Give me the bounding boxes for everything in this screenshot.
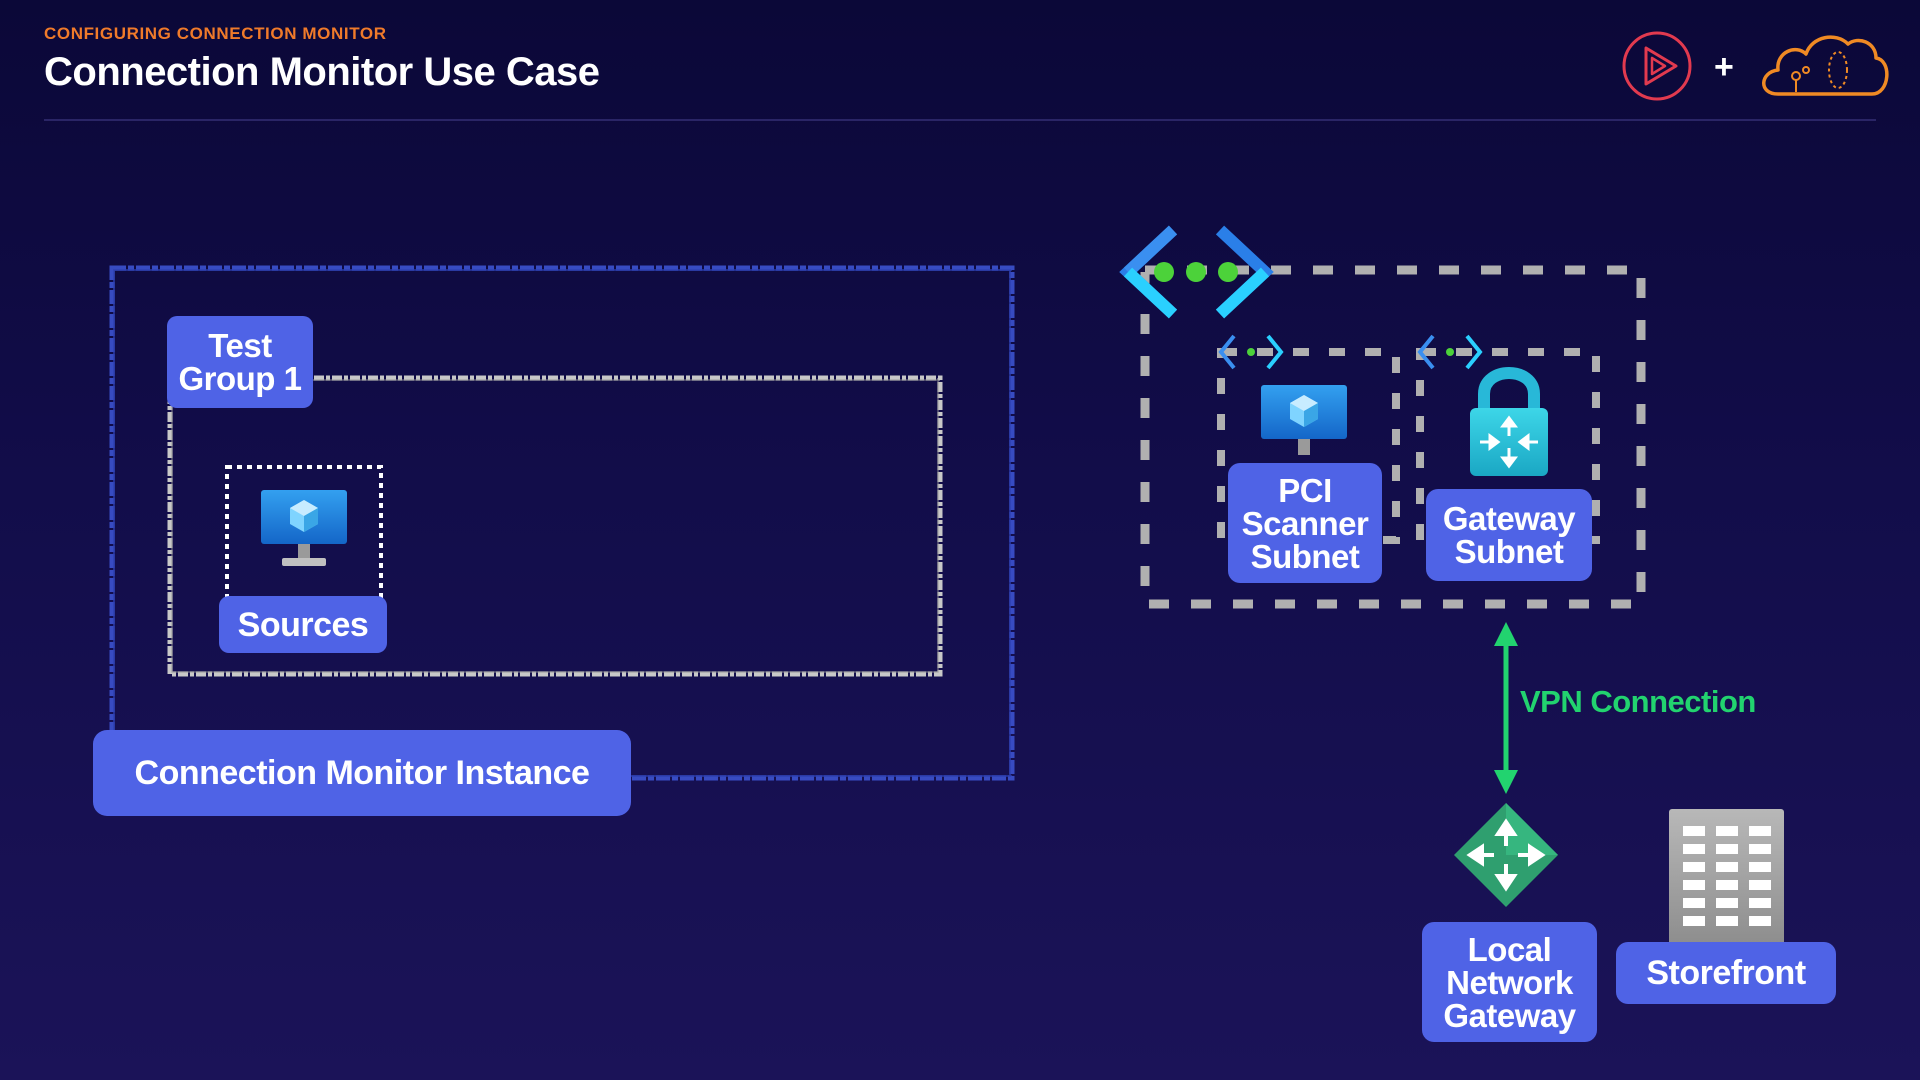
plus-sign: + [1714, 48, 1734, 86]
virtual-machine-icon [1261, 385, 1347, 455]
virtual-network-icon [1119, 225, 1274, 319]
test-group-label: Test Group 1 [167, 316, 313, 408]
gateway-label-line2: Subnet [1454, 533, 1564, 570]
lng-label-line2: Network [1446, 963, 1573, 1001]
gateway-subnet-label: Gateway Subnet [1426, 489, 1592, 581]
test-group-border [167, 375, 943, 677]
local-network-gateway-label: Local Network Gateway [1422, 922, 1597, 1042]
virtual-machine-icon [261, 490, 347, 566]
connection-monitor-instance-text: Connection Monitor Instance [134, 754, 590, 792]
sources-label-text: Sources [237, 605, 369, 644]
storefront-building-icon [1669, 809, 1784, 949]
pci-label-line1: PCI [1278, 471, 1332, 509]
sources-label: Sources [219, 596, 387, 653]
header: CONFIGURING CONNECTION MONITOR Connectio… [44, 24, 600, 95]
page-title: Connection Monitor Use Case [44, 50, 600, 94]
lng-label-line1: Local [1467, 930, 1552, 968]
gateway-subnet-dashed-border [1416, 348, 1600, 544]
vpn-connection-label: VPN Connection [1520, 684, 1756, 719]
cloud-logo-icon [1762, 35, 1889, 96]
storefront-label: Storefront [1616, 942, 1836, 1004]
test-group-label-line2: Group 1 [178, 360, 302, 397]
header-divider [44, 119, 1876, 121]
storefront-label-text: Storefront [1646, 954, 1806, 992]
section-eyebrow: CONFIGURING CONNECTION MONITOR [44, 24, 387, 43]
pci-label-line3: Subnet [1250, 537, 1360, 575]
subnet-icon [1417, 334, 1483, 370]
pci-label-line2: Scanner [1241, 504, 1369, 542]
vpn-connection-arrow [1494, 622, 1518, 794]
pci-scanner-subnet-label: PCI Scanner Subnet [1228, 463, 1382, 583]
vpn-gateway-lock-icon [1470, 367, 1548, 476]
test-group-label-line1: Test [208, 327, 272, 364]
pci-subnet-dashed-border [1217, 348, 1400, 544]
lng-label-line3: Gateway [1443, 996, 1576, 1034]
subnet-icon [1218, 334, 1284, 370]
local-network-gateway-icon [1454, 803, 1558, 907]
pluralsight-play-icon [1622, 31, 1692, 101]
connection-monitor-instance-label: Connection Monitor Instance [93, 730, 631, 816]
gateway-label-line1: Gateway [1442, 500, 1576, 537]
